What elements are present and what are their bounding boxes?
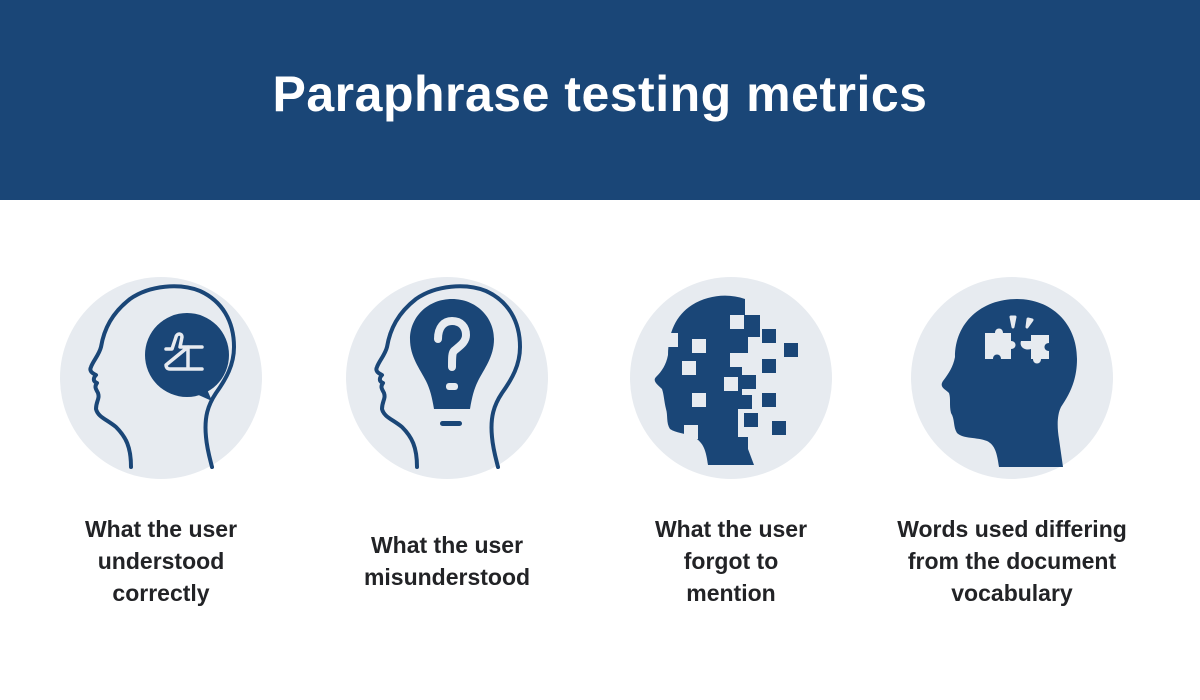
head-lightbulb-question-icon	[374, 284, 522, 469]
icon-circle	[630, 277, 832, 479]
metric-caption: What the user understood correctly	[84, 516, 238, 606]
icon-circle	[346, 277, 548, 479]
title-banner: Paraphrase testing metrics	[0, 0, 1200, 200]
head-dissolving-pixels-icon	[654, 295, 798, 465]
metric-caption: What the user forgot to mention	[654, 516, 808, 606]
metric-caption: What the user misunderstood	[363, 532, 531, 590]
metric-caption: Words used differing from the document v…	[897, 516, 1127, 606]
icon-circle	[911, 277, 1113, 479]
head-puzzle-pieces-icon	[941, 299, 1077, 467]
page-title: Paraphrase testing metrics	[272, 66, 928, 122]
head-thumbs-up-speech-bubble-icon	[88, 284, 236, 469]
icon-circle	[60, 277, 262, 479]
